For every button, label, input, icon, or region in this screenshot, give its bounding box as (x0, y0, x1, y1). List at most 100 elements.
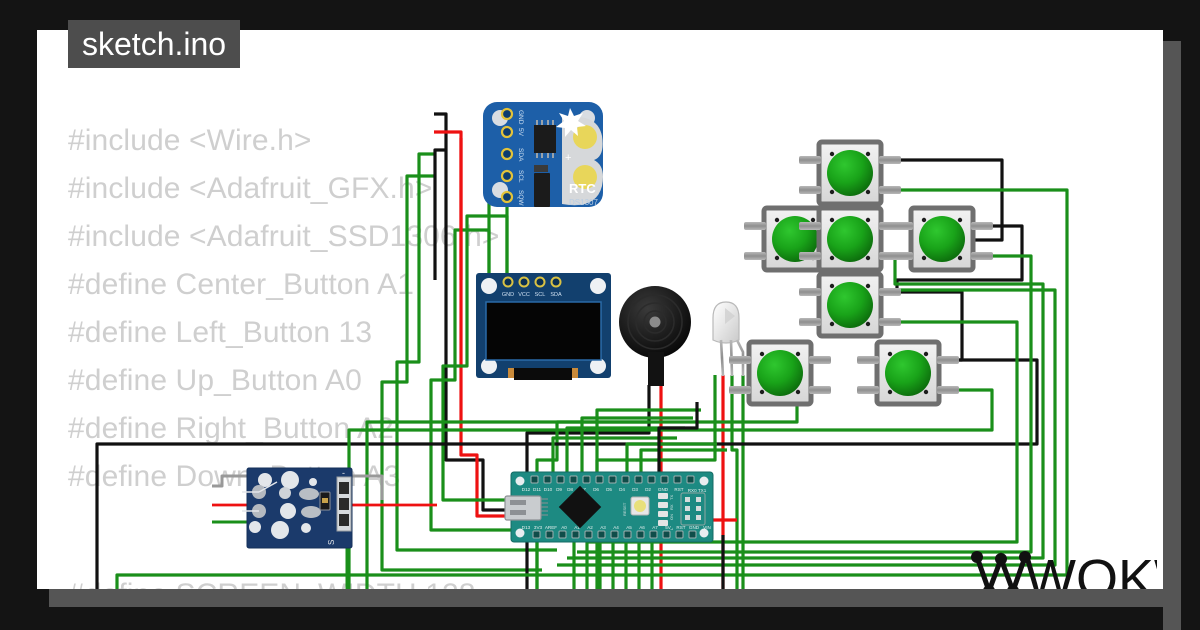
wokwi-logo-nodes (971, 551, 1031, 589)
wire-nano-d2 (639, 448, 727, 472)
svg-text:A7: A7 (652, 525, 658, 530)
svg-text:SCL: SCL (535, 292, 546, 298)
svg-text:D11: D11 (533, 487, 542, 492)
file-tab-badge[interactable]: sketch.ino (68, 20, 241, 68)
svg-text:D4: D4 (619, 487, 625, 492)
nano-header-bottom[interactable] (532, 530, 697, 539)
wire-oled-gnd (433, 148, 446, 280)
part-button-action-b[interactable] (857, 339, 959, 407)
svg-text:RX0 TX1: RX0 TX1 (688, 488, 707, 493)
nano-header-top[interactable] (530, 475, 695, 484)
svg-text:D10: D10 (544, 487, 553, 492)
svg-text:GND: GND (689, 525, 700, 530)
wire-nano-d5 (595, 408, 701, 472)
sensor-traces (242, 481, 278, 512)
canvas-shadow-right (1163, 41, 1181, 630)
svg-text:A1: A1 (574, 525, 580, 530)
part-button-right[interactable] (891, 205, 993, 273)
canvas-shadow-bottom (49, 589, 1181, 607)
svg-text:ON: ON (669, 514, 674, 520)
sensor-label-minus: - (342, 468, 345, 478)
nano-usb-port (504, 495, 542, 521)
wire-btnb-gnd-rail (95, 358, 1039, 589)
wire-nano-d7 (565, 426, 685, 472)
svg-text:3V3: 3V3 (534, 525, 543, 530)
svg-text:D5: D5 (606, 487, 612, 492)
wire-nano-d8 (551, 436, 677, 472)
svg-text:D9: D9 (556, 487, 562, 492)
svg-text:RST: RST (674, 487, 683, 492)
wire-btndown-sig (587, 320, 1019, 544)
svg-text:VCC: VCC (518, 292, 530, 298)
svg-text:RST: RST (676, 525, 685, 530)
rtc-label-primary: RTC (569, 181, 596, 196)
rtc-pin-labels: GND 5V SDA SCL SQW (517, 110, 524, 206)
svg-text:A3: A3 (600, 525, 606, 530)
nano-icsp-header[interactable] (680, 492, 706, 526)
wire-nano-d3 (625, 442, 717, 472)
wire-rtc-5v (434, 130, 619, 518)
svg-text:D8: D8 (567, 487, 573, 492)
sensor-pads (249, 471, 321, 539)
wire-oled-sda (441, 214, 557, 502)
wire-nano-d6 (580, 416, 693, 472)
svg-text:RESET: RESET (622, 502, 627, 516)
svg-text:D3: D3 (632, 487, 638, 492)
svg-text:A6: A6 (639, 525, 645, 530)
wire-btnup-sig (115, 188, 1069, 589)
rtc-ic (534, 125, 556, 153)
nano-pin-labels-top: D12 D11 D10 D9 D8 D7 D6 D5 D4 D3 D2 GND … (522, 487, 707, 493)
part-button-up[interactable] (799, 139, 901, 207)
svg-text:A4: A4 (613, 525, 619, 530)
part-button-center[interactable] (799, 205, 901, 273)
part-rtc-ds1307[interactable]: GND 5V SDA SCL SQW (483, 102, 603, 207)
oled-pin-pads (502, 276, 562, 288)
part-sensor-module[interactable]: - S (242, 467, 353, 549)
nano-pin-labels-bottom: D13 3V3 AREF A0 A1 A2 A3 A4 A5 A6 A7 5V … (522, 525, 711, 530)
rtc-ic-pins (536, 120, 554, 158)
adafruit-logo-icon (556, 108, 586, 137)
nano-status-leds (658, 493, 668, 526)
svg-text:SDA: SDA (517, 148, 524, 162)
svg-text:A2: A2 (587, 525, 593, 530)
oled-pin-labels: GND VCC SCL SDA (502, 292, 562, 298)
svg-text:GND: GND (658, 487, 669, 492)
wokwi-logo-text: WOKWi (1025, 549, 1157, 589)
svg-text:+: + (565, 152, 571, 164)
svg-text:SDA: SDA (550, 292, 562, 298)
oled-flex-connector (514, 368, 572, 380)
part-rgb-led[interactable] (712, 301, 745, 377)
svg-text:D2: D2 (645, 487, 651, 492)
rtc-pin-pads (500, 107, 514, 204)
svg-text:D13: D13 (522, 525, 531, 530)
wire-btnright-sig (577, 254, 1033, 554)
svg-text:SCL: SCL (517, 170, 524, 183)
svg-text:SQW: SQW (517, 190, 524, 206)
diagram-canvas[interactable]: #include <Wire.h> #include <Adafruit_GFX… (37, 30, 1163, 589)
wire-nano-gnd-top (657, 402, 699, 472)
part-buzzer[interactable] (619, 286, 691, 386)
svg-text:RX: RX (669, 504, 674, 510)
sensor-header[interactable] (336, 476, 352, 532)
svg-text:AREF: AREF (545, 525, 557, 530)
svg-text:TX: TX (669, 495, 674, 500)
wiring-diagram[interactable]: GND 5V SDA SCL SQW (37, 30, 1163, 589)
svg-text:5V: 5V (517, 128, 524, 137)
svg-text:D12: D12 (522, 487, 531, 492)
svg-text:VIN: VIN (703, 525, 711, 530)
wire-rtc-scl (380, 174, 542, 572)
part-button-down[interactable] (799, 271, 901, 339)
svg-text:A5: A5 (626, 525, 632, 530)
sensor-label-s: S (327, 540, 336, 545)
oled-screen (485, 301, 602, 361)
part-oled-ssd1306[interactable]: GND VCC SCL SDA (476, 273, 611, 380)
rtc-label-secondary: DS1307 (569, 198, 598, 207)
svg-text:GND: GND (517, 110, 524, 125)
wire-sensor-minus (212, 474, 384, 500)
wokwi-logo: WOKWi (971, 549, 1157, 589)
part-arduino-nano[interactable]: D12 D11 D10 D9 D8 D7 D6 D5 D4 D3 D2 GND … (504, 471, 714, 543)
svg-text:5V: 5V (665, 525, 672, 530)
rtc-crystal (534, 173, 550, 207)
part-button-action-a[interactable] (729, 339, 831, 407)
